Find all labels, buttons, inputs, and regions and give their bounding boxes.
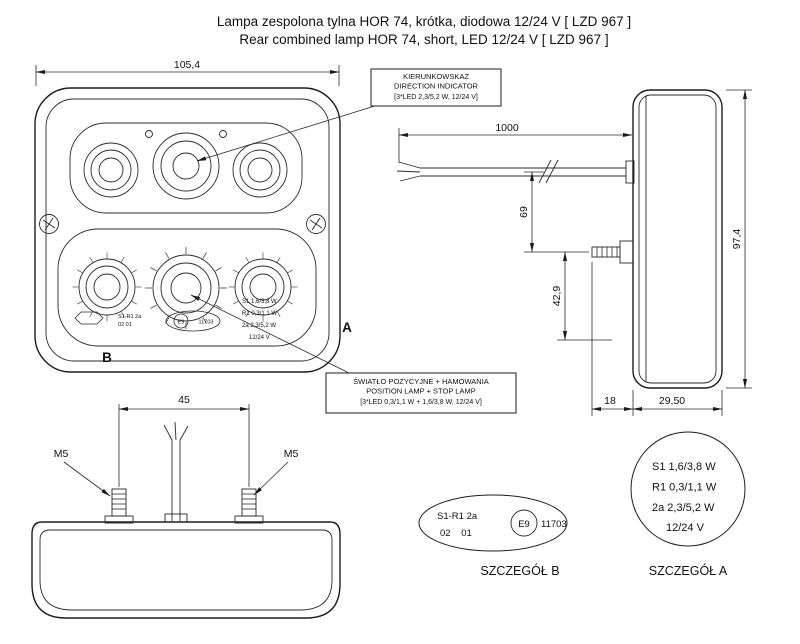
bottom-view: 45 M5 M5	[31, 394, 341, 619]
bottom-body-outline	[31, 521, 341, 619]
position-stop-cluster	[57, 228, 317, 347]
detail-a-row1: S1 1,6/3,8 W	[652, 461, 716, 473]
dim-cable-length-value: 1000	[495, 122, 519, 134]
view-label-b: B	[102, 350, 112, 365]
m5-right-label: M5	[253, 448, 299, 496]
detail-b-line1: S1-R1 2a	[437, 511, 478, 522]
callout-leader-line	[190, 294, 350, 374]
detail-a: S1 1,6/3,8 W R1 0,3/1,1 W 2a 2,3/5,2 W 1…	[630, 431, 746, 578]
lens-approval-line1: S1-R1 2a	[118, 314, 142, 320]
side-body-inner-outline	[638, 94, 717, 384]
dimension-front-width: 105,4	[35, 59, 340, 86]
detail-a-row4: 12/24 V	[666, 522, 705, 534]
callout-position-line3: [3*LED 0,3/1,1 W + 1,6/3,8 W, 12/24 V]	[360, 399, 482, 406]
lamp-body-outline	[34, 87, 341, 373]
detail-a-caption: SZCZEGÓŁ A	[649, 563, 728, 578]
lens-rating-1: S1 1,6/3,8 W	[242, 299, 277, 305]
mounting-stud	[591, 240, 634, 264]
callout-direction-line2: DIRECTION INDICATOR	[394, 82, 478, 91]
detail-b-e-mark: E9	[518, 519, 530, 530]
right-screw-icon	[306, 214, 326, 234]
dimension-stud-to-base: 42,9	[551, 251, 612, 341]
manufacturer-logo	[74, 311, 104, 325]
dimension-stud-spacing: 45	[118, 394, 250, 487]
dimension-cable-length: 1000	[398, 122, 633, 163]
right-stud	[234, 488, 264, 524]
left-screw-icon	[39, 214, 59, 234]
drawing-title: Lampa zespolona tylna HOR 74, krótka, di…	[217, 14, 631, 47]
callout-leader-line	[196, 104, 379, 162]
lens-e-number: 11703	[199, 320, 214, 326]
detail-a-row2: R1 0,3/1,1 W	[652, 482, 717, 494]
e-mark-circle	[510, 509, 538, 537]
lens-approval-line2: 02 01	[118, 322, 132, 328]
side-view: 1000 69 42,9 97,4 18	[396, 89, 752, 416]
lens-e-mark: E9	[178, 320, 185, 326]
front-view: 105,4 S1-R1 2a	[34, 59, 352, 373]
m5-left-text: M5	[54, 448, 69, 460]
title-line-polish: Lampa zespolona tylna HOR 74, krótka, di…	[217, 14, 631, 29]
dimension-cable-to-stud: 69	[518, 171, 589, 253]
callout-direction-line3: [3*LED 2,3/5,2 W, 12/24 V]	[394, 94, 478, 101]
dim-front-width-value: 105,4	[174, 59, 200, 71]
detail-a-circle	[630, 431, 746, 547]
direction-indicator-callout: KIERUNKOWSKAZ DIRECTION INDICATOR [3*LED…	[196, 68, 502, 162]
side-body-outline	[632, 89, 723, 389]
left-stud	[104, 488, 134, 524]
lens-rating-3: 2a 2,3/5,2 W	[242, 323, 276, 329]
lamp-body-inner-outline	[45, 98, 330, 362]
view-label-a: A	[342, 320, 352, 335]
dimension-depths: 18 29,50	[591, 262, 723, 416]
bottom-body-inner-outline	[39, 529, 333, 611]
dim-stud-spacing-value: 45	[178, 394, 190, 406]
dim-cable-to-stud-value: 69	[518, 206, 530, 218]
dim-body-depth-value: 29,50	[659, 395, 685, 407]
callout-direction-line1: KIERUNKOWSKAZ	[403, 72, 469, 81]
position-stop-callout: ŚWIATŁO POZYCYJNE + HAMOWANIA POSITION L…	[190, 294, 517, 414]
dimension-overall-height: 97,4	[726, 89, 752, 389]
detail-b-oval	[418, 494, 568, 552]
cable	[396, 159, 635, 184]
lens-rating-4: 12/24 V	[249, 335, 270, 341]
callout-position-line1: ŚWIATŁO POZYCYJNE + HAMOWANIA	[353, 377, 489, 386]
lens-markings: S1-R1 2a 02 01 E9 11703 S1 1,6/3,8 W R1 …	[74, 299, 277, 341]
detail-b-caption: SZCZEGÓŁ B	[480, 563, 559, 578]
dim-stud-protrusion-value: 18	[604, 395, 616, 407]
title-line-english: Rear combined lamp HOR 74, short, LED 12…	[239, 32, 608, 47]
callout-box	[370, 68, 502, 107]
cable	[163, 421, 189, 523]
detail-b: S1-R1 2a 02 01 E9 11703 SZCZEGÓŁ B	[418, 494, 568, 578]
detail-b-line2: 02 01	[440, 528, 472, 539]
indicator-cluster	[69, 122, 303, 214]
lens-rating-2: R1 0,3/1,1 W	[242, 311, 277, 317]
m5-left-label: M5	[54, 448, 111, 497]
m5-right-text: M5	[284, 448, 299, 460]
dim-stud-to-base-value: 42,9	[551, 286, 563, 307]
callout-box	[325, 372, 517, 414]
callout-position-line2: POSITION LAMP + STOP LAMP	[366, 387, 475, 396]
detail-a-row3: 2a 2,3/5,2 W	[652, 502, 715, 514]
detail-b-e-number: 11703	[541, 519, 567, 530]
dim-overall-height-value: 97,4	[731, 229, 743, 250]
